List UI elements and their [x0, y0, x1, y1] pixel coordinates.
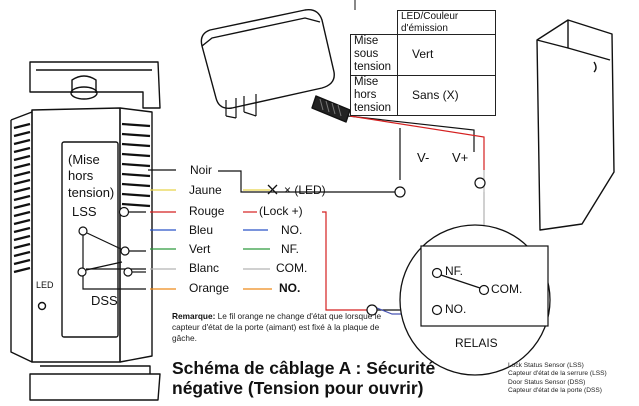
wire-end-led: × (LED) — [284, 183, 326, 197]
wire-end-vert: NF. — [281, 242, 299, 256]
wire-name-jaune: Jaune — [189, 183, 222, 197]
sensor-legend: Lock Status Sensor (LSS) Capteur d'état … — [508, 362, 607, 396]
relay-drawing — [399, 224, 551, 376]
wire-end-bleu: NO. — [281, 223, 303, 237]
table-row-label: Mise sous tension — [350, 34, 398, 76]
relay-title: RELAIS — [455, 336, 498, 350]
power-plus-label: V+ — [452, 150, 469, 165]
wire-name-vert: Vert — [189, 242, 211, 256]
legend-item: Capteur d'état de la porte (DSS) — [508, 387, 602, 395]
table-row: Mise sous tension Vert — [350, 34, 496, 76]
title-line-1: Schéma de câblage A : Sécurité — [172, 358, 436, 378]
lss-label: LSS — [72, 204, 97, 219]
led-x-marker — [267, 184, 278, 195]
dss-label: DSS — [91, 293, 118, 308]
wiring-note: Remarque: Le fil orange ne change d'état… — [172, 311, 394, 343]
table-row: Mise hors tension Sans (X) — [350, 74, 496, 117]
note-text: Le fil orange ne change d'état que lorsq… — [172, 311, 382, 343]
title-line-2: négative (Tension pour ouvrir) — [172, 378, 424, 399]
wire-name-noir: Noir — [190, 163, 213, 177]
wire-end-blanc: COM. — [276, 261, 308, 275]
led-status-table: LED/Couleur d'émission Mise sous tension… — [350, 10, 496, 117]
wire-end-lock-plus: (Lock +) — [259, 204, 303, 218]
lock-device-drawing — [10, 61, 161, 401]
relay-com-label: COM. — [491, 282, 523, 296]
diagram-title: Schéma de câblage A : Sécurité négative … — [172, 358, 435, 399]
led-label: LED — [36, 280, 54, 290]
relay-nf-label: NF. — [445, 264, 463, 278]
wire-name-orange: Orange — [189, 281, 230, 295]
table-row-value: Sans (X) — [397, 74, 496, 117]
power-minus-label: V- — [417, 150, 430, 165]
note-prefix: Remarque: — [172, 311, 216, 321]
wire-name-blanc: Blanc — [189, 261, 220, 275]
power-state-label: (Mise hors tension) — [68, 152, 115, 200]
terminals — [366, 177, 486, 316]
internal-schematic — [77, 206, 146, 290]
power-adapter-drawing — [200, 9, 351, 123]
door-frame-drawing — [536, 19, 615, 231]
wire-name-bleu: Bleu — [189, 223, 214, 237]
legend-item: Door Status Sensor (DSS) — [508, 378, 586, 386]
relay-no-label: NO. — [445, 302, 467, 316]
wire-end-orange: NO. — [279, 281, 301, 295]
table-header: LED/Couleur d'émission — [397, 10, 496, 35]
legend-item: Lock Status Sensor (LSS) — [508, 362, 584, 369]
table-row-value: Vert — [397, 34, 496, 76]
table-row-label: Mise hors tension — [350, 74, 398, 117]
wire-name-rouge: Rouge — [189, 204, 225, 218]
legend-item: Capteur d'état de la serrure (LSS) — [508, 370, 607, 378]
